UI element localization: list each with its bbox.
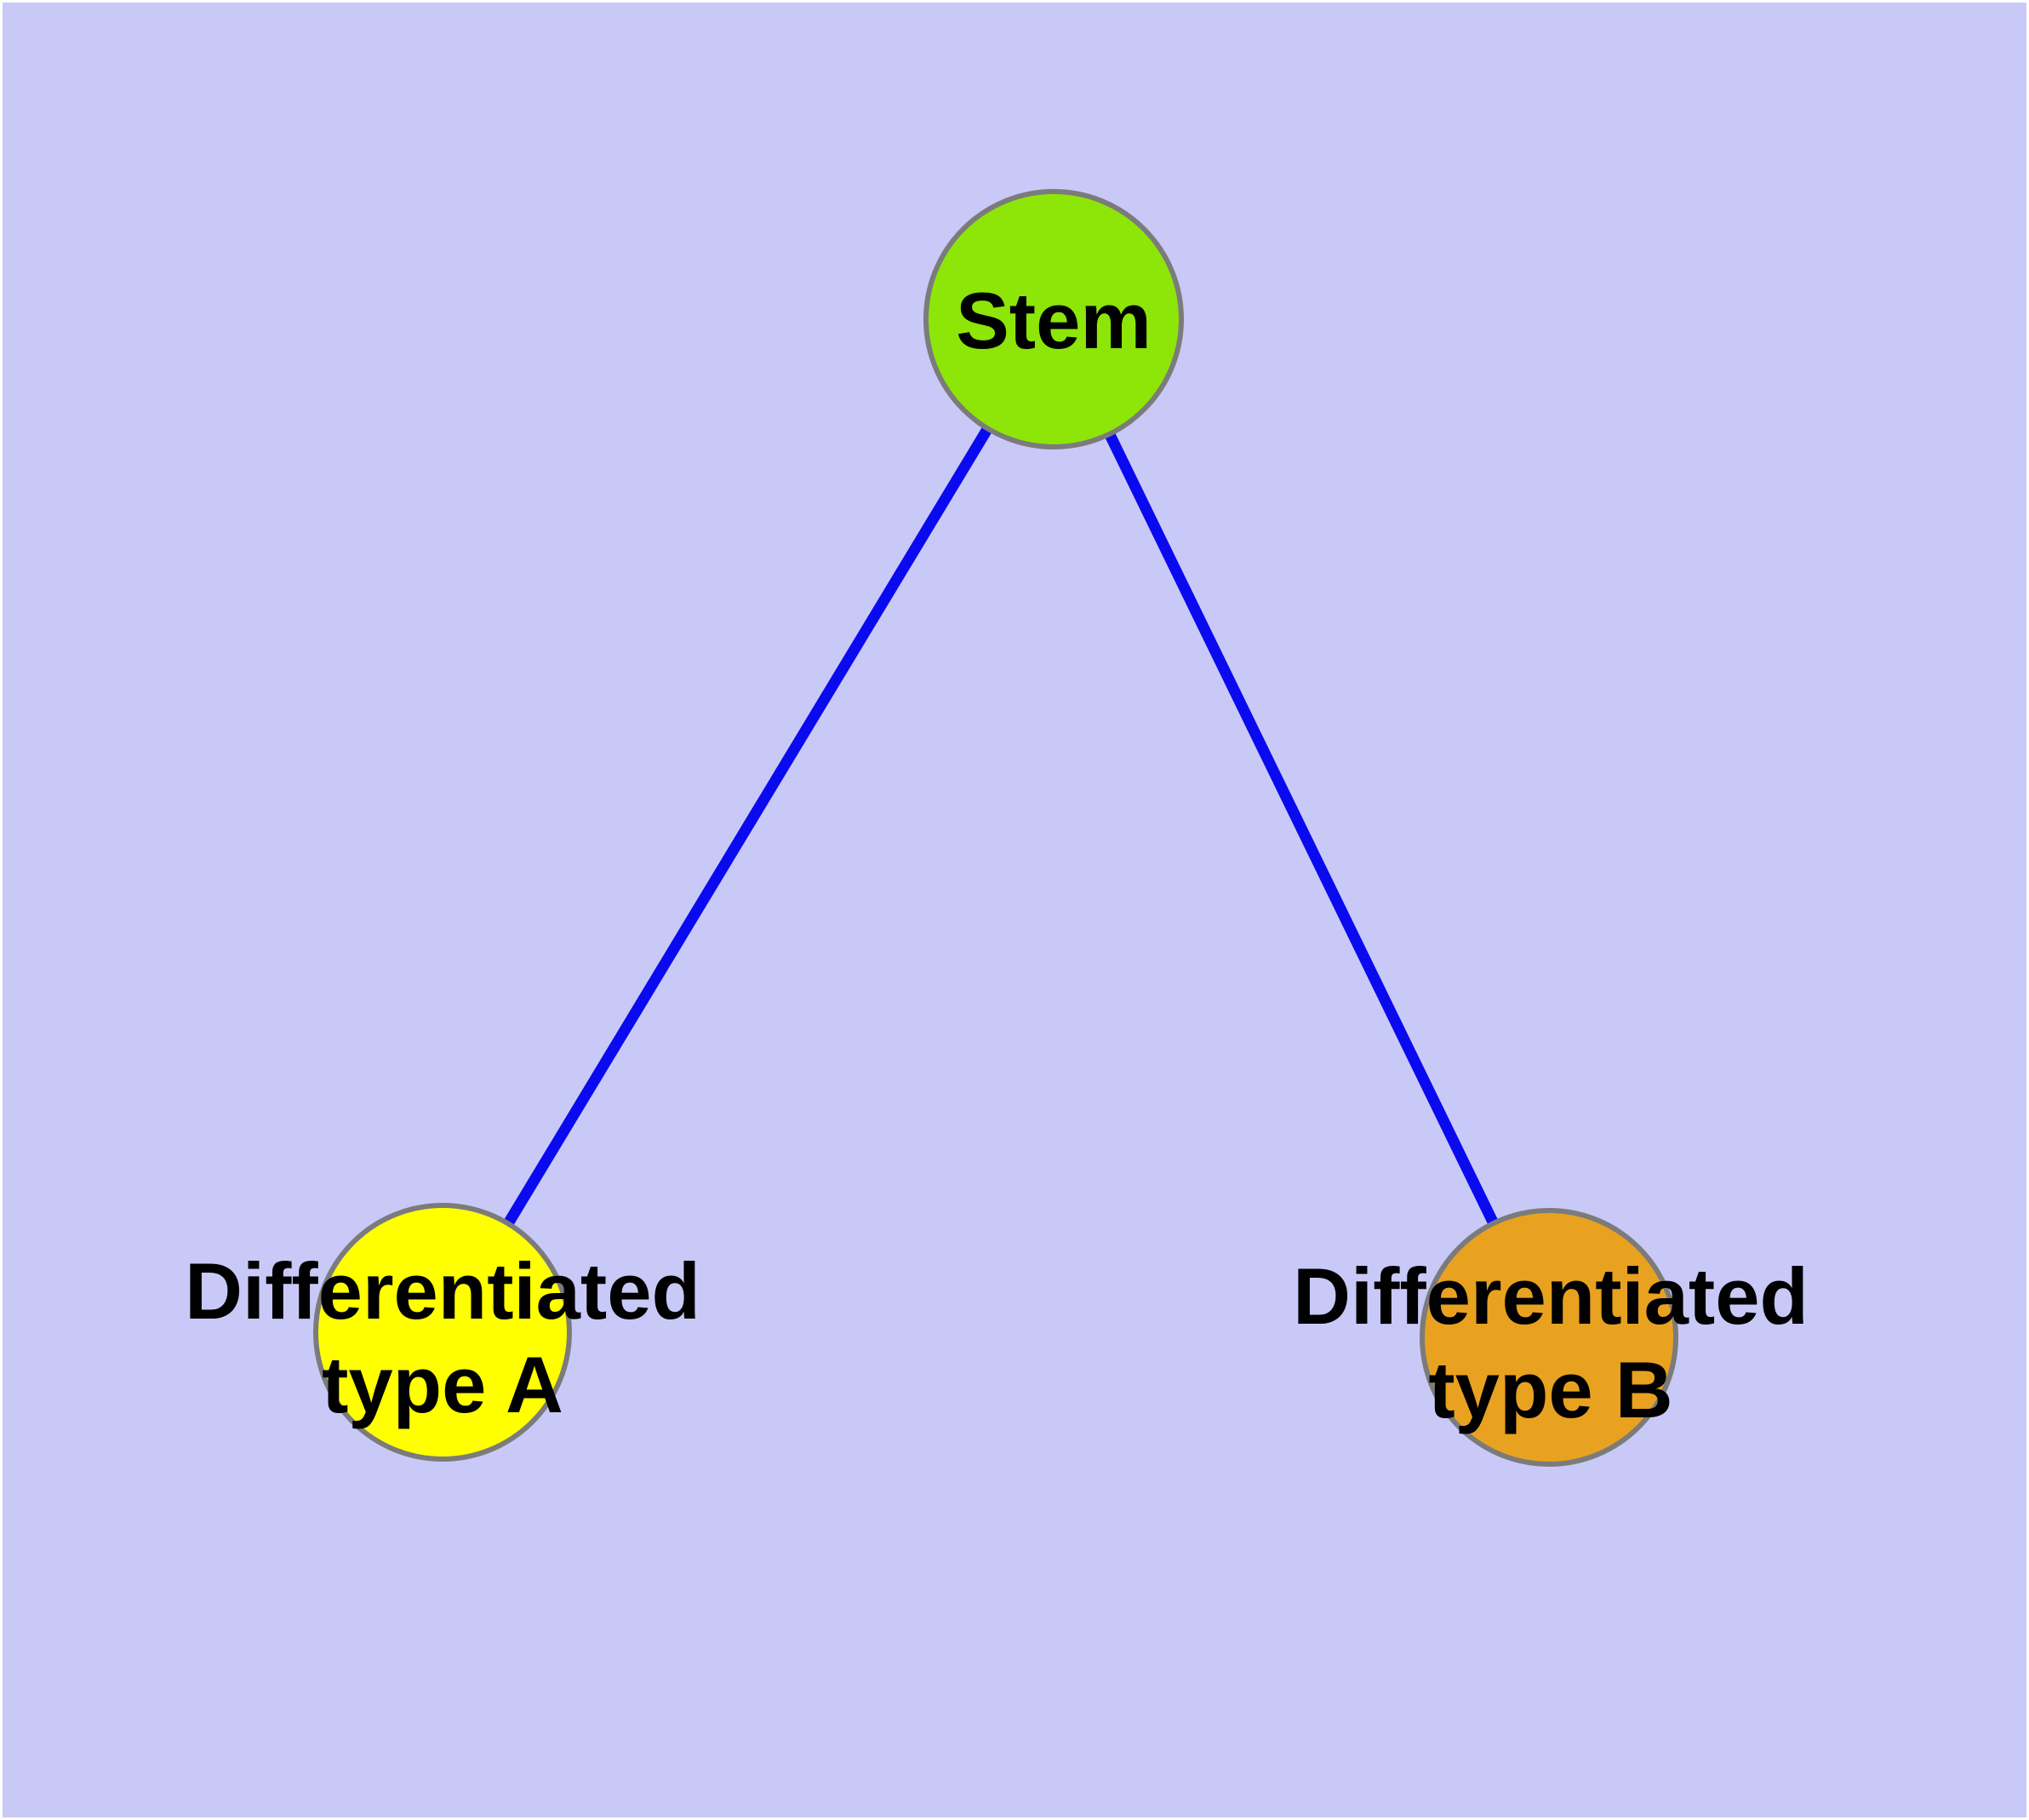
node-label-type-b-line1: Differentiated [1293,1251,1809,1341]
node-differentiated-type-a [313,1203,572,1462]
node-label-type-a-line2: type A [322,1340,563,1429]
node-label-type-a-line1: Differentiated [185,1246,700,1336]
node-label-type-b-line2: type B [1428,1345,1672,1434]
edge-stem-to-type-b [1049,317,1554,1340]
top-border-line [0,0,2029,1]
edge-stem-to-type-a [437,316,1059,1336]
node-differentiated-type-b [1420,1208,1678,1467]
node-label-stem: Stem [956,276,1152,365]
node-stem [923,189,1184,449]
